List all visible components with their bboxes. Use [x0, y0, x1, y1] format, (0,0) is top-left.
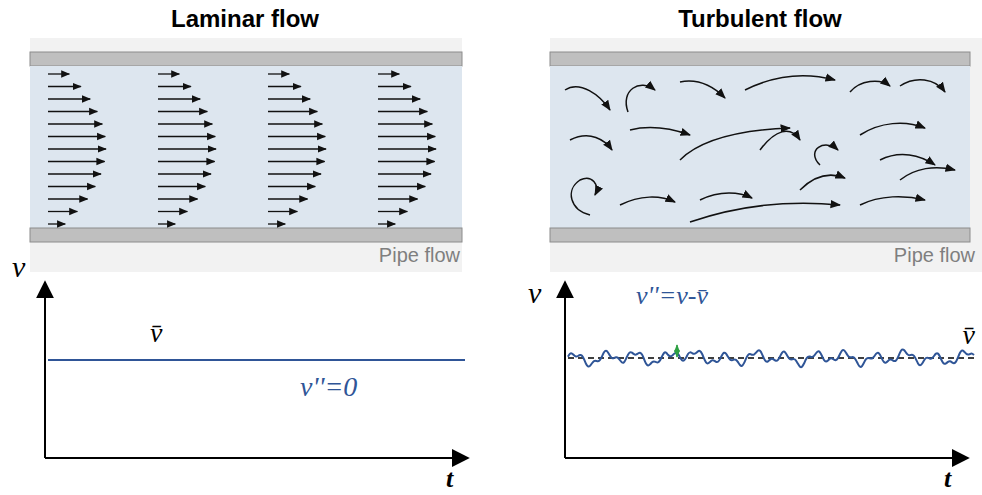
velocity-profile	[48, 74, 436, 224]
axis-label: t	[944, 465, 951, 494]
fluctuation-marker	[676, 345, 678, 357]
fluctuation-label: v''=0	[300, 372, 357, 403]
axis-label: t	[446, 465, 453, 494]
fluctuation-label: v''=v-v̄	[636, 282, 708, 311]
chart-axes	[565, 282, 968, 458]
mean-label: v̄	[150, 318, 162, 349]
pipe	[30, 52, 462, 242]
panel-title: Turbulent flow	[678, 6, 842, 32]
panel-ground	[30, 38, 462, 272]
axis-label: v	[528, 276, 541, 309]
pipe-caption: Pipe flow	[379, 244, 460, 266]
panel-ground	[550, 38, 982, 272]
axis-label: v	[12, 250, 25, 283]
mean-velocity-line	[48, 359, 465, 361]
chart-axes	[45, 282, 468, 458]
mean-label: v̄	[963, 320, 975, 351]
pipe-caption: Pipe flow	[894, 244, 975, 266]
eddies	[565, 76, 955, 222]
panel-title: Laminar flow	[171, 6, 319, 32]
pipe	[550, 52, 970, 242]
velocity-signal	[568, 349, 974, 367]
